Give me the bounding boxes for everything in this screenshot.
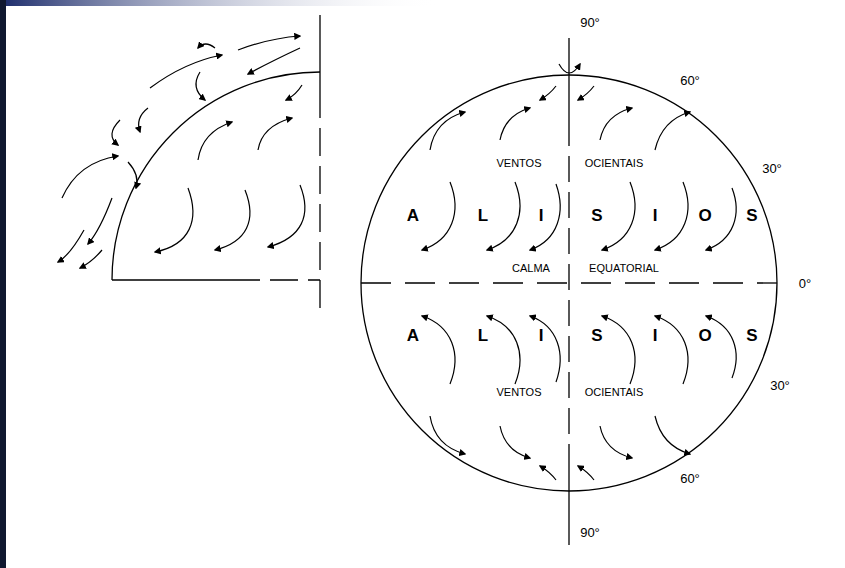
wind-arrows: [422, 316, 736, 480]
zone-name: CALMA: [512, 263, 550, 274]
wind-letter: S: [591, 207, 602, 224]
latitude-label: 90°: [580, 526, 600, 539]
wind-letter: S: [591, 327, 602, 344]
wind-letter: I: [653, 327, 658, 344]
slide-edge: [0, 0, 440, 6]
wind-letter: I: [653, 207, 658, 224]
wind-letter: A: [407, 207, 419, 224]
wind-name: OCIENTAIS: [585, 158, 643, 169]
latitude-label: 90°: [580, 16, 600, 29]
wind-letter: O: [698, 327, 711, 344]
zone-name: EQUATORIAL: [589, 263, 659, 274]
wind-letter: S: [746, 327, 757, 344]
quarter-section: [112, 15, 320, 310]
wind-name: VENTOS: [496, 387, 541, 398]
slide-edge: [0, 0, 6, 568]
wind-letter: L: [478, 207, 488, 224]
latitude-label: 60°: [680, 74, 700, 87]
latitude-label: 60°: [680, 472, 700, 485]
wind-letter: L: [478, 327, 488, 344]
rotation-symbol: [559, 64, 580, 73]
globe-outline: [361, 38, 777, 545]
latitude-label: 30°: [770, 379, 790, 392]
wind-letter: I: [539, 327, 544, 344]
wind-letter: S: [746, 207, 757, 224]
wind-name: VENTOS: [496, 158, 541, 169]
latitude-label: 30°: [762, 162, 782, 175]
wind-name: OCIENTAIS: [585, 387, 643, 398]
wind-letter: A: [407, 327, 419, 344]
wind-arrows: [422, 86, 736, 250]
wind-letter: O: [698, 207, 711, 224]
latitude-label: 0°: [799, 277, 811, 290]
wind-arrows: [58, 36, 305, 268]
wind-letter: I: [539, 207, 544, 224]
